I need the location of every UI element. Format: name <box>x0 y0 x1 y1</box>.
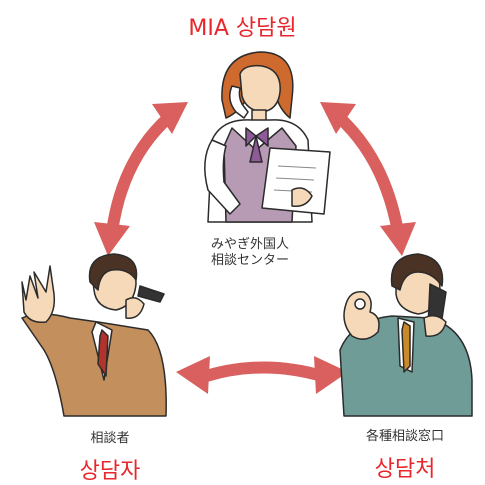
agency-man-illustration <box>339 253 473 417</box>
counselor-woman-illustration <box>204 51 331 223</box>
counselor-title: MIA 상담원 <box>188 16 297 41</box>
arrow-bottom <box>176 356 348 394</box>
arrow-right-top <box>320 102 416 256</box>
arrow-left-top <box>94 102 188 256</box>
agency-title: 상담처 <box>374 457 436 482</box>
counselor-caption-line2: 相談センター <box>210 253 289 268</box>
client-man-illustration <box>21 253 167 417</box>
agency-caption: 各種相談窓口 <box>365 429 444 444</box>
client-caption: 相談者 <box>90 431 130 446</box>
client-title: 상담자 <box>79 459 141 484</box>
counselor-caption-line1: みやぎ外国人 <box>210 237 289 252</box>
